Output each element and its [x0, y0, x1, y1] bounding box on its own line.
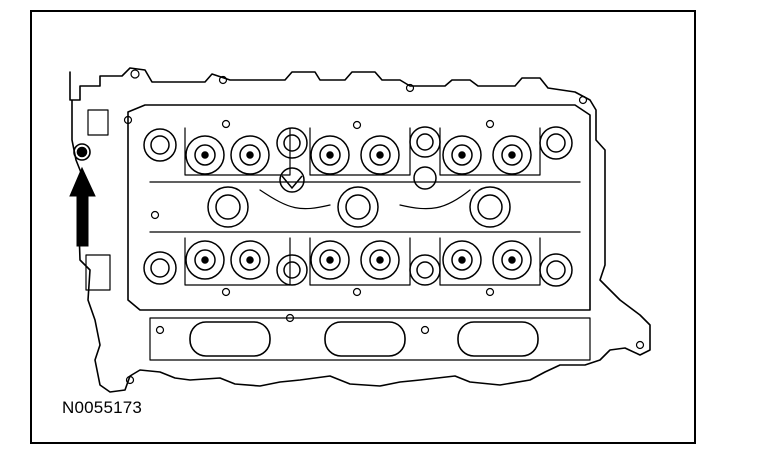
target-bolt — [73, 143, 91, 161]
center-boss-2 — [413, 166, 437, 190]
dowel-2 — [218, 75, 228, 85]
left-boss-lower — [85, 254, 111, 291]
dowel-8 — [485, 119, 495, 129]
port-2 — [324, 321, 406, 357]
port-1 — [189, 321, 271, 357]
bore-upper-1 — [143, 128, 177, 162]
dowel-16 — [635, 340, 645, 350]
dowel-7 — [352, 120, 362, 130]
plug-well-2 — [337, 186, 379, 228]
plug-well-3 — [469, 186, 511, 228]
dowel-17 — [125, 375, 135, 385]
bore-lower-1 — [143, 251, 177, 285]
bore-lower-4 — [276, 254, 308, 286]
port-gasket-outline — [149, 317, 591, 361]
left-boss-upper — [87, 109, 109, 136]
bore-lower-5 — [310, 240, 350, 280]
dowel-12 — [485, 287, 495, 297]
plug-well-1 — [207, 186, 249, 228]
deck-outline — [127, 104, 591, 311]
head-outline — [69, 67, 651, 393]
bore-upper-9 — [492, 135, 532, 175]
bore-lower-9 — [492, 240, 532, 280]
dowel-6 — [221, 119, 231, 129]
center-rib — [259, 189, 471, 210]
dowel-1 — [130, 69, 140, 79]
bore-upper-5 — [310, 135, 350, 175]
bore-upper-10 — [539, 126, 573, 160]
center-boss-1 — [279, 167, 305, 193]
dowel-11 — [352, 287, 362, 297]
bore-upper-8 — [442, 135, 482, 175]
dowel-3 — [405, 83, 415, 93]
upper-lobe-outline — [184, 127, 541, 176]
dowel-13 — [155, 325, 165, 335]
figure-frame — [30, 10, 696, 444]
dowel-9 — [150, 210, 160, 220]
port-3 — [457, 321, 539, 357]
arrow-up-icon — [69, 166, 96, 247]
bore-upper-4 — [276, 127, 308, 159]
dowel-4 — [578, 95, 588, 105]
bore-upper-6 — [360, 135, 400, 175]
bore-lower-8 — [442, 240, 482, 280]
bore-upper-3 — [230, 135, 270, 175]
dowel-15 — [420, 325, 430, 335]
figure-reference-number: N0055173 — [62, 398, 143, 417]
bore-lower-10 — [539, 253, 573, 287]
bore-lower-3 — [230, 240, 270, 280]
dowel-10 — [221, 287, 231, 297]
bore-lower-7 — [409, 254, 441, 286]
dowel-5 — [123, 115, 133, 125]
bore-lower-2 — [185, 240, 225, 280]
dowel-14 — [285, 313, 295, 323]
bore-upper-7 — [409, 126, 441, 158]
bore-upper-2 — [185, 135, 225, 175]
bore-lower-6 — [360, 240, 400, 280]
